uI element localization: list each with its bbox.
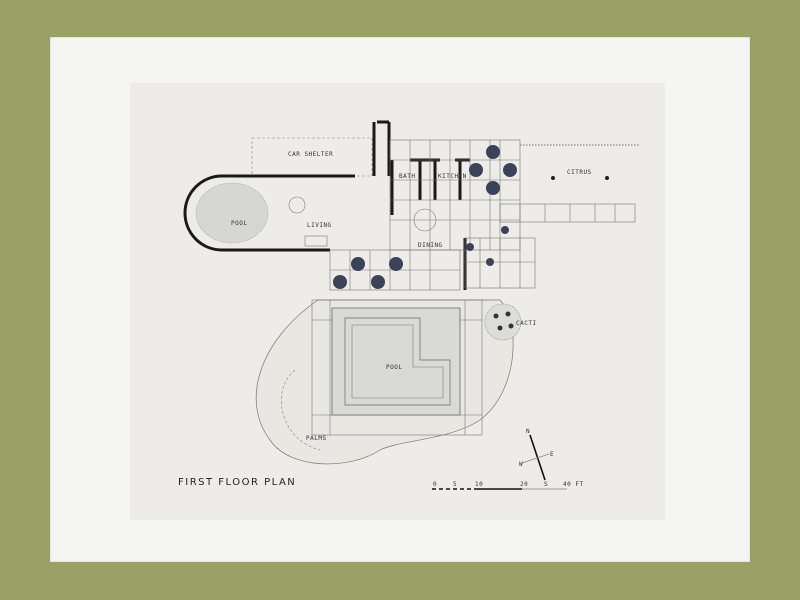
- scale-bar: 0 5 10 20 40 FT: [432, 481, 584, 490]
- label-cacti: CACTI: [516, 320, 537, 327]
- label-citrus: CITRUS: [567, 169, 592, 176]
- label-living: LIVING: [307, 222, 332, 229]
- svg-text:40 FT: 40 FT: [563, 481, 584, 488]
- drawing-title: FIRST FLOOR PLAN: [178, 477, 296, 488]
- pool-steps: [344, 317, 451, 406]
- svg-text:0: 0: [433, 481, 437, 488]
- dining-table: [413, 208, 437, 232]
- svg-text:10: 10: [475, 481, 483, 488]
- label-car-shelter: CAR SHELTER: [288, 151, 333, 158]
- citrus-tree: [605, 176, 609, 180]
- small-pool-shape: [195, 182, 269, 244]
- pool-steps-inner: [351, 324, 444, 399]
- palm-path: [281, 369, 321, 451]
- north-arrow: N E W S: [519, 428, 554, 488]
- cacti-plants: [493, 311, 514, 331]
- round-table: [288, 196, 306, 214]
- svg-text:W: W: [519, 461, 523, 468]
- label-pool: POOL: [386, 364, 402, 371]
- svg-text:20: 20: [520, 481, 528, 488]
- living-wall: [183, 174, 355, 252]
- svg-text:N: N: [526, 428, 530, 435]
- main-pool: [331, 307, 461, 416]
- label-dining: DINING: [418, 242, 443, 249]
- cacti-bed: [484, 303, 522, 341]
- svg-text:S: S: [544, 481, 548, 488]
- fireplace-wall: [372, 120, 391, 176]
- svg-text:5: 5: [453, 481, 457, 488]
- citrus-tree: [551, 176, 555, 180]
- label-small-pool: POOL: [231, 220, 247, 227]
- label-palms: PALMS: [306, 435, 327, 442]
- svg-text:E: E: [550, 451, 554, 458]
- paving-grid: [329, 139, 636, 291]
- label-kitchen: KITCHEN: [438, 173, 467, 180]
- sofa: [304, 235, 328, 247]
- label-bath: BATH: [399, 173, 415, 180]
